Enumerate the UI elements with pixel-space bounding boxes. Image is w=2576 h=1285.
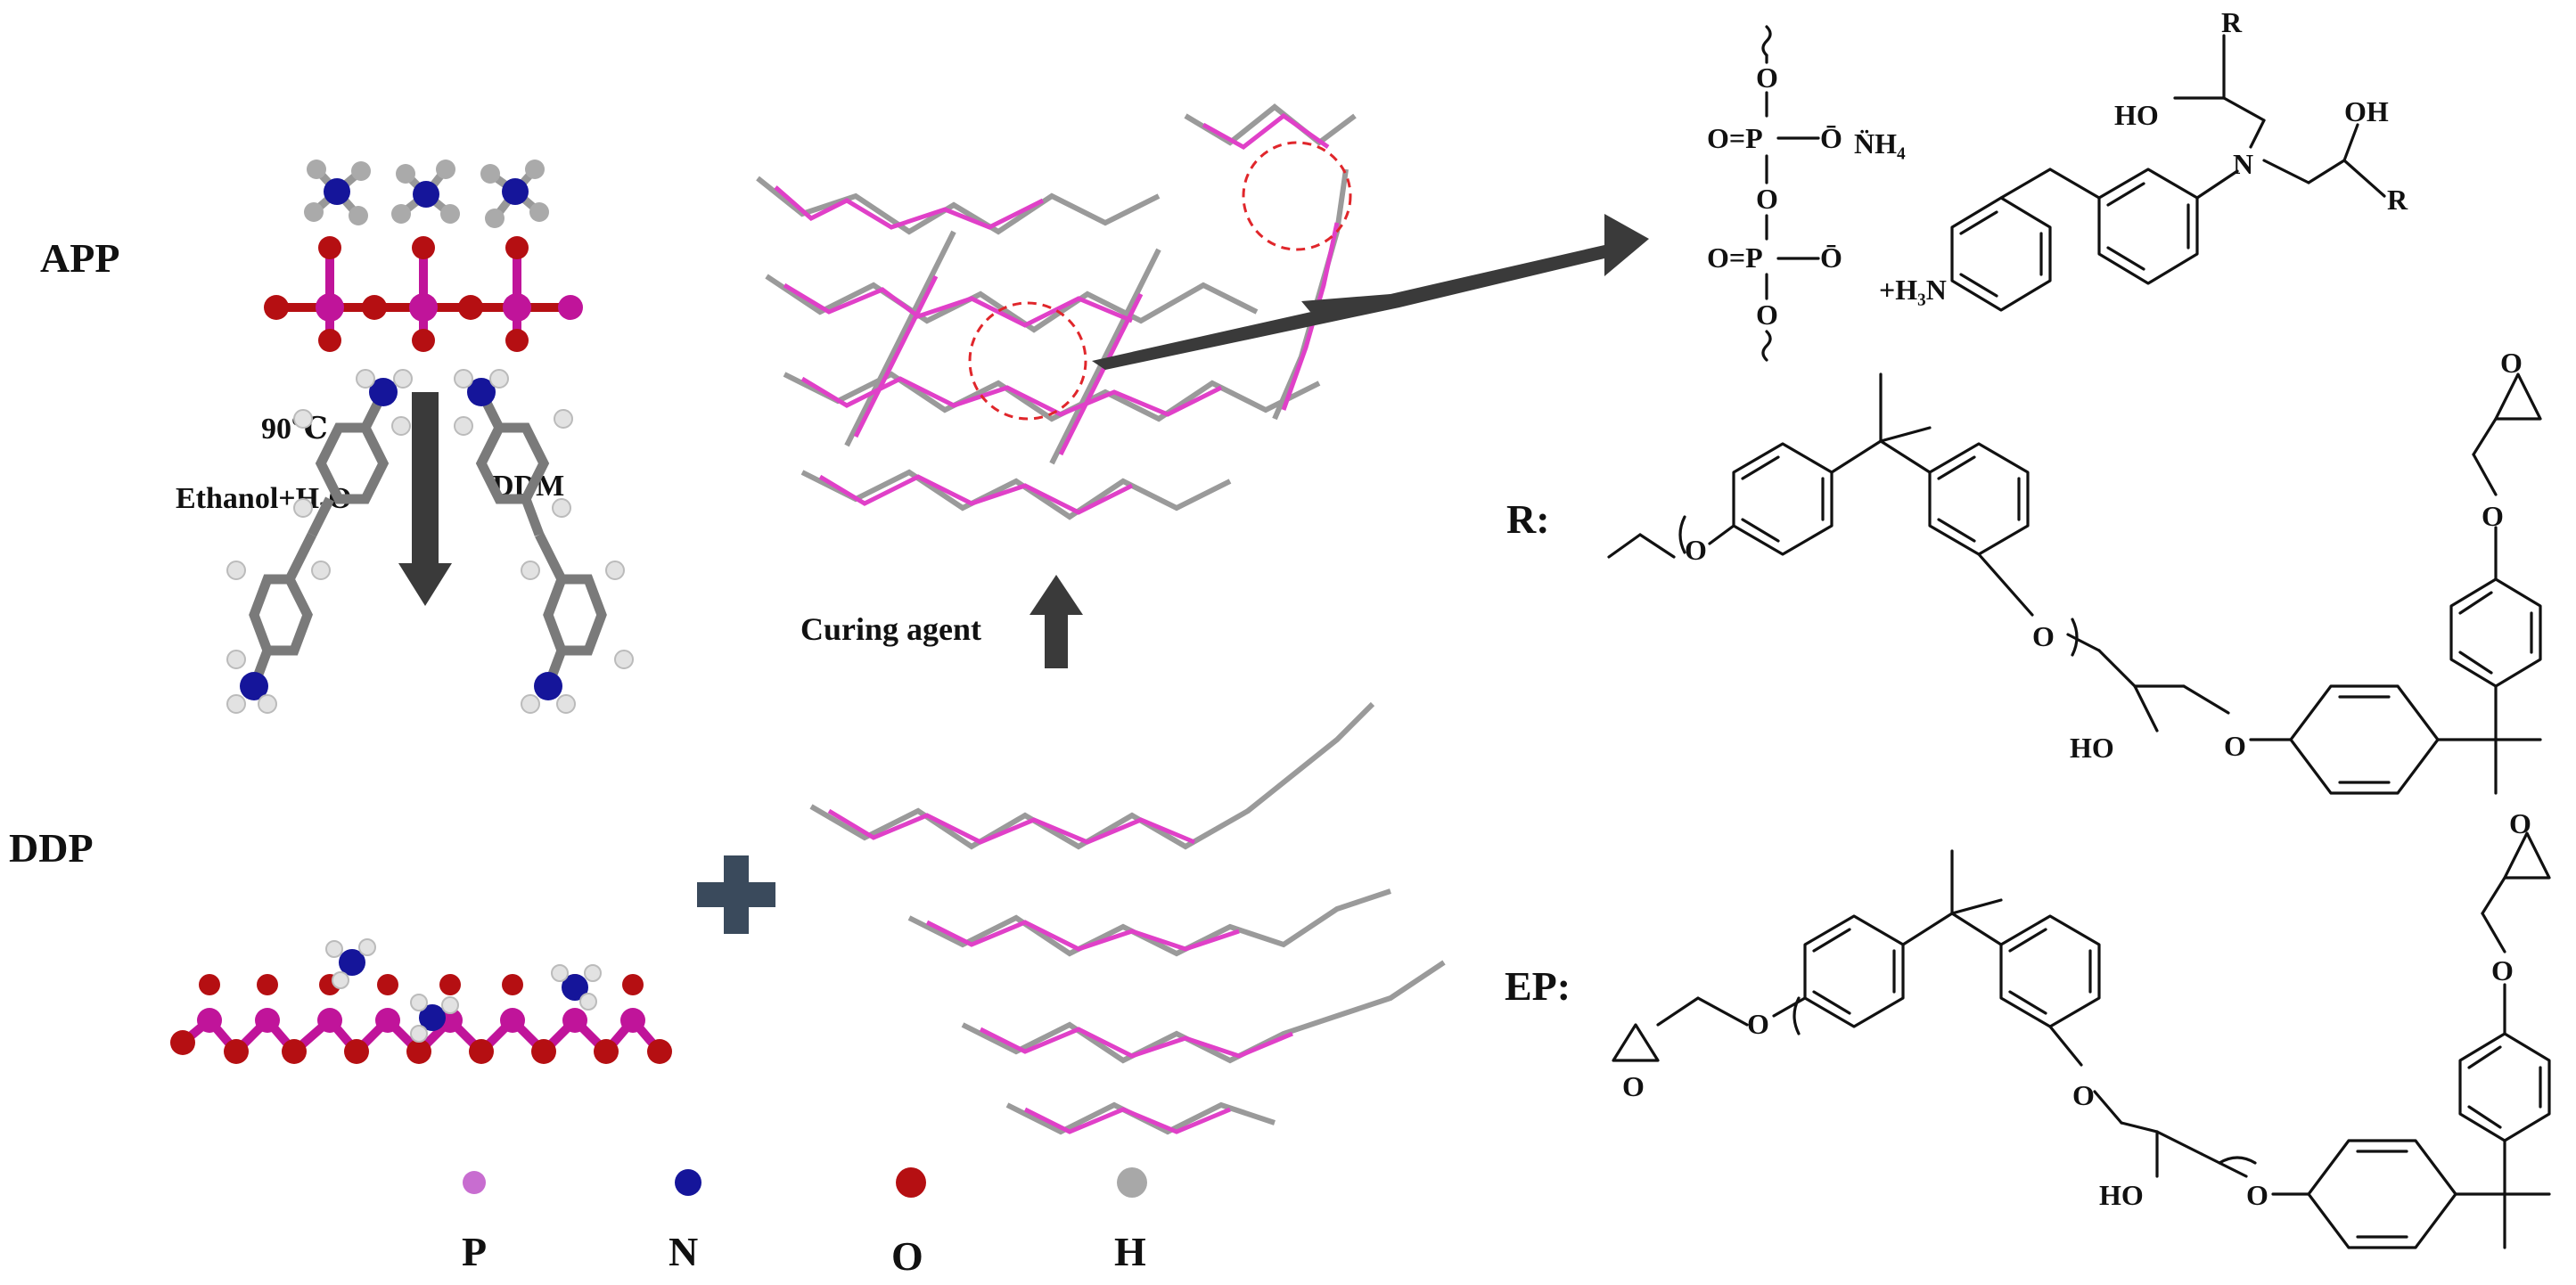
structure-top: O O=P Ō N̈H₄ O O=P Ō O +H₃N N HO R	[1707, 6, 2408, 362]
r-group-label: R:	[1506, 496, 1550, 542]
ammonium-3	[480, 160, 549, 228]
atom-oh: OH	[2344, 95, 2389, 127]
curing-agent-label: Curing agent	[800, 611, 981, 647]
structure-arrow-icon	[1092, 214, 1649, 370]
legend-swatch-p	[463, 1171, 486, 1194]
atom-o: O	[1685, 534, 1707, 566]
app-label: APP	[40, 235, 119, 281]
ddp-molecule	[170, 369, 672, 1064]
atom-o-minus: Ō	[1820, 122, 1842, 154]
atom-o: O	[2491, 954, 2514, 986]
atom-r: R	[2221, 6, 2243, 38]
down-arrow-icon	[398, 392, 452, 606]
ammonium-2	[391, 160, 460, 224]
legend-label-o: O	[891, 1233, 923, 1279]
ammonium-label: N̈H₄	[1854, 127, 1906, 160]
atom-o-minus: Ō	[1820, 241, 1842, 274]
legend-swatch-o	[896, 1167, 926, 1198]
atom-o: O	[2509, 807, 2531, 839]
atom-n: N	[2233, 148, 2253, 180]
app-molecule	[264, 160, 583, 352]
up-arrow-icon	[1030, 575, 1083, 668]
legend-swatch-h	[1117, 1167, 1147, 1198]
atom-op: O=P	[1707, 122, 1763, 154]
legend-label-h: H	[1114, 1229, 1146, 1274]
app-backbone	[264, 236, 583, 352]
ammonium-1	[304, 160, 371, 225]
legend-swatch-n	[675, 1169, 701, 1196]
cured-network	[756, 103, 1357, 520]
r-group-structure: O O HO O O	[1607, 347, 2542, 795]
atom-o: O	[1747, 1008, 1769, 1040]
amine-label: +H₃N	[1879, 274, 1947, 306]
atom-o: O	[1756, 299, 1778, 331]
ddp-label: DDP	[9, 825, 94, 871]
atom-ho: HO	[2099, 1179, 2144, 1211]
atom-ho: HO	[2114, 99, 2159, 131]
atom-op: O=P	[1707, 241, 1763, 274]
atom-ho: HO	[2070, 732, 2114, 764]
atom-o: O	[2482, 500, 2504, 532]
ep-structure: O O O HO O	[1612, 807, 2551, 1249]
atom-o: O	[2224, 730, 2246, 762]
ep-chains	[809, 701, 1446, 1135]
atom-legend: P N O H	[462, 1167, 1147, 1279]
ep-label: EP:	[1505, 963, 1571, 1009]
plus-icon	[697, 855, 775, 934]
legend-label-p: P	[462, 1229, 487, 1274]
atom-o: O	[1756, 183, 1778, 215]
legend-label-n: N	[669, 1229, 698, 1274]
atom-r: R	[2387, 184, 2408, 216]
atom-o: O	[2246, 1179, 2268, 1211]
atom-o: O	[2072, 1079, 2095, 1111]
atom-o: O	[2500, 347, 2523, 379]
atom-o: O	[1622, 1070, 1645, 1102]
atom-o: O	[2032, 620, 2055, 652]
atom-o: O	[1756, 61, 1778, 94]
